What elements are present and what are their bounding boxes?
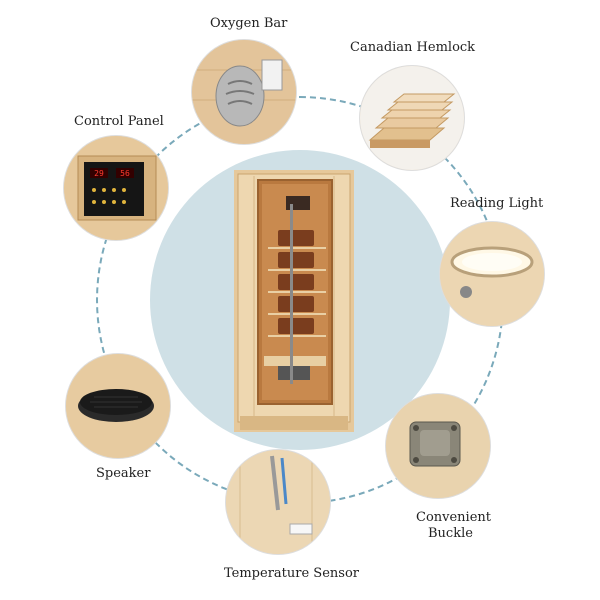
convenient-buckle-label-line2: Buckle bbox=[428, 526, 473, 541]
speaker-image bbox=[66, 354, 170, 458]
control-panel-image: 29 56 bbox=[64, 136, 168, 240]
left-readout: 29 bbox=[94, 169, 104, 178]
sauna-cabin-image bbox=[234, 170, 354, 432]
canadian-hemlock-label: Canadian Hemlock bbox=[350, 40, 476, 55]
right-readout: 56 bbox=[120, 169, 130, 178]
canadian-hemlock-image bbox=[360, 66, 464, 170]
reading-light-image bbox=[440, 222, 544, 326]
control-panel-label: Control Panel bbox=[74, 114, 164, 129]
oxygen-bar-label: Oxygen Bar bbox=[210, 16, 288, 31]
reading-light-label: Reading Light bbox=[450, 196, 544, 211]
temperature-sensor-label: Temperature Sensor bbox=[224, 566, 359, 581]
speaker-label: Speaker bbox=[96, 466, 151, 481]
oxygen-bar-image bbox=[192, 40, 296, 144]
convenient-buckle-image bbox=[386, 394, 490, 498]
temperature-sensor-image bbox=[226, 450, 330, 554]
convenient-buckle-label-line1: Convenient bbox=[416, 510, 492, 525]
